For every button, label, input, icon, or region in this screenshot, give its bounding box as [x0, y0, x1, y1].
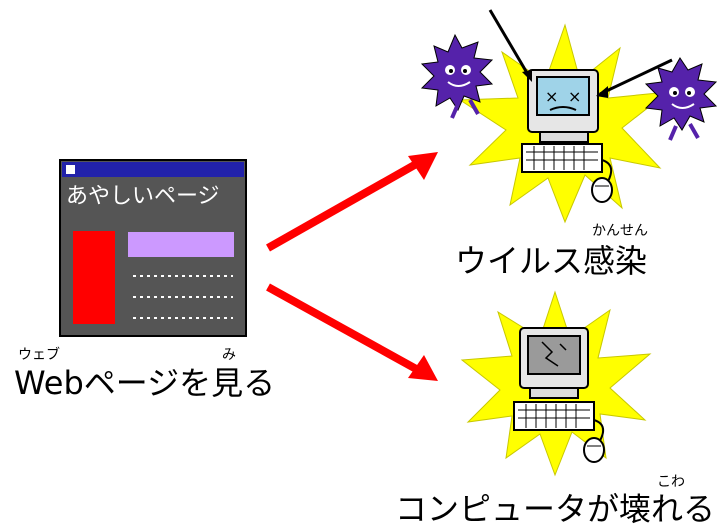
caption-virus-infection: ウイルス感染 [455, 242, 648, 280]
arrow-down-shaft [266, 283, 420, 374]
broken-scene [460, 290, 652, 477]
window-close-icon [66, 165, 75, 174]
ruby-web: ウェブ [18, 347, 60, 363]
caption-computer-breaks: コンピュータが壊れる [395, 490, 716, 528]
caption-view-web-page: Webページを見る [14, 364, 276, 402]
ruby-mi: み [222, 347, 236, 363]
red-arrow-icon [408, 152, 438, 180]
arrow-up-shaft [266, 159, 420, 252]
broken-computer-icon [513, 327, 605, 463]
banner-block [128, 232, 234, 257]
infected-scene: × × [420, 9, 718, 224]
window-titlebar [62, 162, 244, 177]
virus-monster-icon [596, 57, 718, 141]
svg-text:×: × [568, 87, 581, 106]
ruby-kowa: こわ [657, 474, 685, 490]
svg-text:×: × [545, 87, 558, 106]
window-title: あやしいページ [66, 184, 220, 209]
ruby-kansen: かんせん [592, 223, 648, 239]
red-arrow-icon [408, 355, 438, 381]
infected-computer-icon: × × [521, 69, 613, 203]
web-window [59, 159, 247, 337]
sidebar-block [73, 231, 115, 324]
arrows [266, 152, 438, 381]
virus-monster-icon [420, 9, 532, 119]
